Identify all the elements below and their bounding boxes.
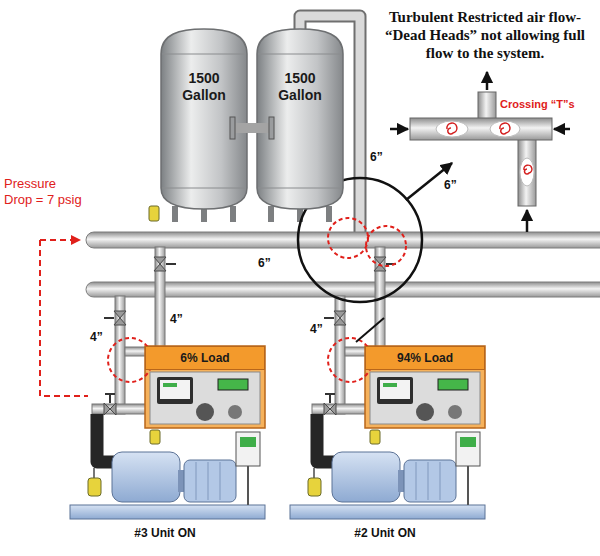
air-compressor xyxy=(290,432,485,519)
valve-symbol xyxy=(154,257,176,271)
storage-tank: 1500 Gallon xyxy=(256,28,344,210)
problem-circle xyxy=(366,226,406,266)
air-compressor xyxy=(70,432,265,519)
callout-label: Crossing “T”s xyxy=(500,98,575,111)
turbulence-swirl xyxy=(500,123,510,134)
pipe xyxy=(518,138,536,206)
crossing-tee-detail xyxy=(390,72,570,232)
pressure-drop-line xyxy=(40,240,88,396)
tank-leg xyxy=(326,206,332,222)
pressure-drop-arrow xyxy=(40,239,80,241)
upper-header-pipe xyxy=(86,232,600,248)
storage-tank: 1500 Gallon xyxy=(160,28,248,210)
flow-arrow xyxy=(486,72,489,90)
tank-seam xyxy=(258,188,342,189)
node-text: 6% Load xyxy=(180,351,229,365)
tank-seam xyxy=(258,54,342,55)
air-dryer xyxy=(145,346,265,444)
load-indicator: 94% Load xyxy=(365,346,485,370)
pipe-stub xyxy=(234,123,248,133)
flow-arrow xyxy=(390,128,408,131)
tank-leg xyxy=(268,206,274,222)
air-dryer xyxy=(365,346,485,444)
tank-leg xyxy=(172,206,178,222)
tank-body xyxy=(257,29,343,209)
turbulence-swirl xyxy=(447,123,457,134)
unit-label: #3 Unit ON xyxy=(134,526,195,540)
flange xyxy=(230,117,235,139)
pipe-size: 6” xyxy=(444,178,457,192)
node-text: 1500 Gallon xyxy=(174,70,234,104)
tank-leg xyxy=(230,206,236,222)
pipe-connector xyxy=(248,123,256,133)
tank-seam xyxy=(162,188,246,189)
problem-circle xyxy=(328,218,368,258)
drain-trap xyxy=(149,206,159,221)
pipe-size: 4” xyxy=(90,330,103,344)
tank-seam xyxy=(162,54,246,55)
node-text: 1500 Gallon xyxy=(270,70,330,104)
turbulence-cloud xyxy=(490,121,520,137)
flow-arrow xyxy=(554,128,570,131)
annotation-note: Turbulent Restricted air flow- “Dead Hea… xyxy=(376,8,594,62)
turbulence-cloud xyxy=(520,158,534,186)
load-indicator: 6% Load xyxy=(145,346,265,370)
unit-label: #2 Unit ON xyxy=(354,526,415,540)
pipe-stub xyxy=(256,123,270,133)
pipe-size: 6” xyxy=(258,256,271,270)
tank-shell xyxy=(160,28,248,210)
turbulence-cloud xyxy=(436,121,468,137)
flow-arrow xyxy=(526,210,529,232)
pressure-note: Pressure Drop = 7 psig xyxy=(4,176,83,208)
tank-shell xyxy=(256,28,344,210)
node-text: 94% Load xyxy=(397,351,453,365)
pipe xyxy=(478,92,496,120)
flange xyxy=(269,117,274,139)
pipe-size: 6” xyxy=(370,150,383,164)
pipe xyxy=(410,118,552,140)
dead-head-mark xyxy=(356,318,384,342)
turbulence-swirl xyxy=(524,165,532,174)
pipe-size: 4” xyxy=(310,322,323,336)
pipe-size: 4” xyxy=(170,312,183,326)
tank-body xyxy=(161,29,247,209)
